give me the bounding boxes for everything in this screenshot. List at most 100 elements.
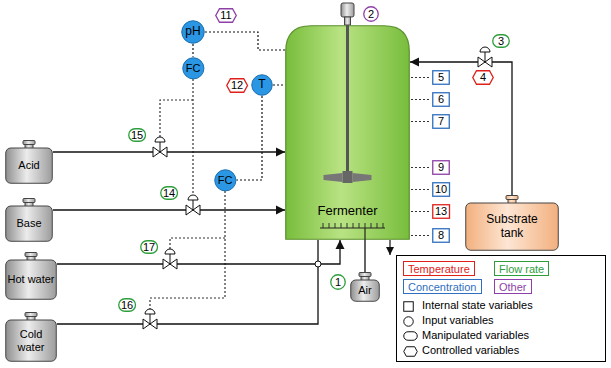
- outlet-pipe: [389, 240, 390, 255]
- text-holder: Acid: [5, 148, 53, 183]
- node-label: pH: [185, 25, 200, 39]
- callout-shape: 2: [363, 6, 379, 22]
- supply-tank: Cold water: [5, 312, 57, 362]
- outline-shape: [433, 229, 450, 243]
- agitator-motor: [341, 3, 354, 25]
- text-holder: T: [251, 74, 273, 96]
- callout-shape: 13: [432, 204, 450, 219]
- text-holder: Base: [5, 206, 53, 241]
- outline-shape: [404, 347, 418, 357]
- valve-symbol: [153, 137, 167, 157]
- outline-shape: [141, 241, 158, 254]
- signal-connector: [192, 44, 193, 57]
- legend-text: Concentration: [408, 281, 477, 294]
- sensor-leader-lines: [411, 78, 431, 236]
- tank-outline: [351, 273, 380, 302]
- text-holder: Cold water: [5, 320, 57, 361]
- callout-shape: 7: [432, 114, 450, 129]
- outline-shape: [433, 205, 450, 219]
- signal-connector: [273, 84, 285, 85]
- callout-shape: 15: [128, 128, 146, 142]
- legend-swatch: Other: [494, 279, 532, 294]
- controller-circle: FC: [214, 169, 237, 192]
- callout-number: 16: [121, 299, 133, 312]
- pipe-connector: [410, 62, 512, 195]
- node-label: Acid: [18, 159, 39, 172]
- callout-shape: 16: [118, 298, 136, 312]
- node-label: T: [258, 78, 265, 92]
- legend-shape: [403, 301, 414, 312]
- node-label: Air: [358, 284, 371, 297]
- valve-symbol: [143, 309, 157, 329]
- text-holder: pH: [181, 20, 205, 44]
- pipe-connector: [57, 240, 318, 324]
- legend-entry: Concentration: [403, 279, 482, 294]
- legend-entry: Input variables: [403, 314, 494, 327]
- callout-number: 5: [438, 71, 444, 84]
- air-pipe: [364, 240, 365, 272]
- callout-number: 15: [131, 129, 143, 142]
- controller-circle: T: [251, 74, 273, 96]
- tank-outline: [466, 196, 559, 251]
- pipe-crossing: [315, 261, 321, 267]
- tank-outline: [6, 199, 53, 242]
- outline-shape: [404, 332, 418, 341]
- legend-swatch: Flow rate: [494, 261, 549, 276]
- legend-text: Temperature: [408, 263, 470, 276]
- node-label: Substrate tank: [477, 213, 547, 241]
- legend-shape: [403, 346, 418, 357]
- pipe-connector: [53, 151, 285, 152]
- callout-number: 14: [163, 187, 175, 200]
- node-label: FC: [186, 62, 201, 75]
- outline-shape: [433, 183, 450, 197]
- legend-shape: [403, 316, 414, 327]
- text-holder: Air: [350, 280, 380, 301]
- vessel-outline: [286, 26, 410, 240]
- valve-symbol: [163, 249, 177, 269]
- valve-symbol: [478, 47, 492, 67]
- callout-shape: 11: [215, 8, 237, 23]
- node-label: Base: [16, 217, 41, 230]
- outline-shape: [119, 299, 136, 312]
- node-label: Hot water: [7, 273, 54, 286]
- outline-shape: [433, 93, 450, 107]
- callout-shape: 14: [160, 186, 178, 200]
- controller-outline: [214, 169, 235, 190]
- callout-number: 7: [438, 115, 444, 128]
- legend-text: Controlled variables: [422, 344, 519, 357]
- legend-text: Manipulated variables: [422, 329, 529, 342]
- controller-outline: [182, 21, 205, 44]
- text-holder: Fermenter: [285, 201, 410, 221]
- legend-entry: Manipulated variables: [403, 329, 529, 342]
- legend-text: Internal state variables: [422, 299, 533, 312]
- tank-outline: [6, 141, 53, 184]
- control-signal-lines: [150, 79, 225, 309]
- outline-shape: [331, 275, 346, 290]
- node-label: Cold water: [6, 328, 56, 353]
- callout-number: 11: [220, 9, 231, 22]
- agitator-symbol: [324, 25, 372, 183]
- controller-circle: FC: [182, 57, 205, 80]
- callout-shape: 8: [432, 228, 450, 243]
- outline-shape: [473, 71, 494, 85]
- sparger-symbol: [320, 223, 385, 240]
- supply-tank: Base: [5, 198, 53, 242]
- callout-shape: 5: [432, 70, 450, 85]
- legend-text: Input variables: [422, 314, 494, 327]
- text-holder: FC: [214, 169, 237, 192]
- valve-symbol: [186, 195, 200, 215]
- node-label: FC: [218, 174, 233, 187]
- outline-shape: [433, 161, 450, 175]
- legend-text: Flow rate: [499, 263, 544, 276]
- callout-number: 4: [480, 71, 486, 84]
- callout-number: 17: [143, 241, 155, 254]
- pipe-connector: [53, 209, 285, 210]
- callout-number: 12: [231, 79, 243, 92]
- air-tank: Air: [350, 272, 380, 302]
- legend-shape: [403, 331, 418, 341]
- text-holder: FC: [182, 57, 205, 80]
- legend-entry: Flow rate: [494, 261, 549, 276]
- callout-shape: 1: [330, 274, 346, 290]
- substrate-tank: Substrate tank: [465, 195, 559, 251]
